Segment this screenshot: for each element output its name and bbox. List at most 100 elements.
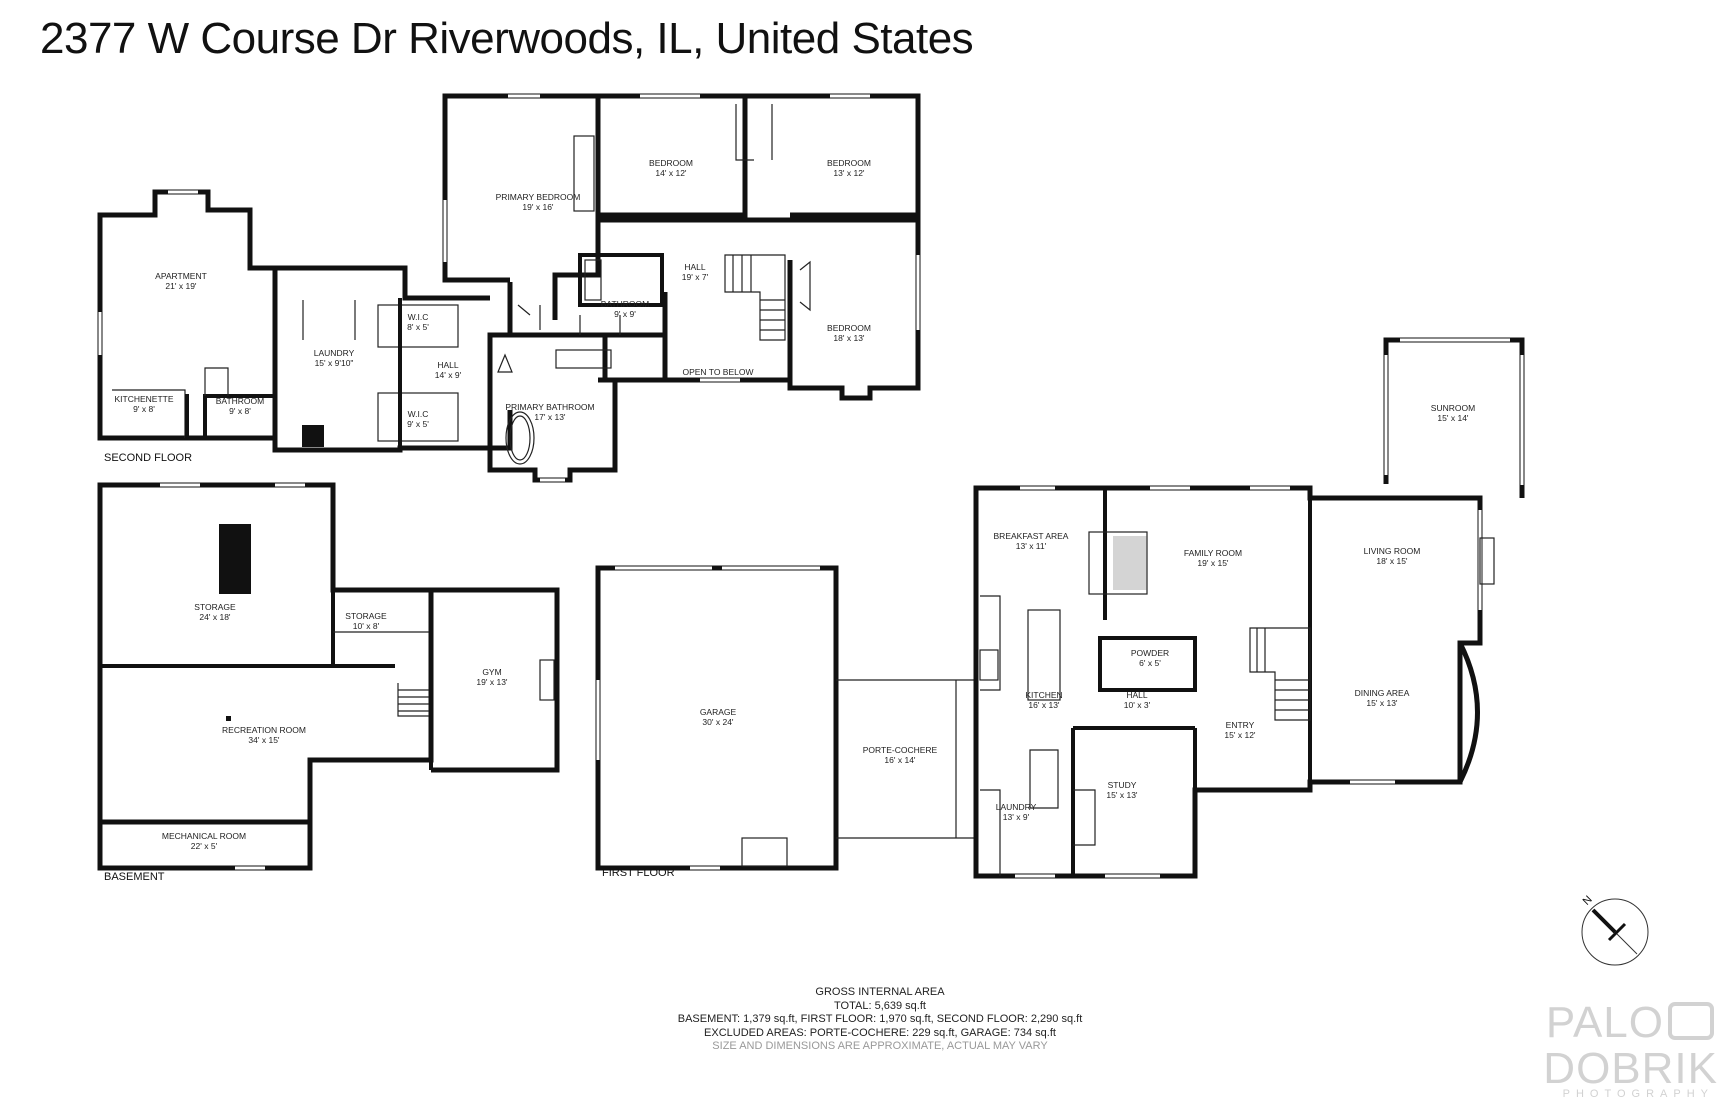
room-name: KITCHEN bbox=[1025, 690, 1062, 700]
compass-north-label: N bbox=[1581, 894, 1595, 908]
room-name: PORTE-COCHERE bbox=[863, 745, 938, 755]
room-name: RECREATION ROOM bbox=[222, 725, 306, 735]
area-disclaimer: SIZE AND DIMENSIONS ARE APPROXIMATE, ACT… bbox=[712, 1040, 1048, 1052]
room-name: LIVING ROOM bbox=[1364, 546, 1421, 556]
room-size: 15' x 13' bbox=[1106, 790, 1138, 800]
room-name: BEDROOM bbox=[827, 323, 871, 333]
compass-icon: N bbox=[1581, 894, 1649, 966]
room-size: 9' x 5' bbox=[407, 419, 429, 429]
room-size: 6' x 5' bbox=[1139, 658, 1161, 668]
logo-sub-text: PHOTOGRAPHY bbox=[1562, 1088, 1714, 1100]
logo-right-text: DOBRIK bbox=[1543, 1044, 1718, 1093]
room-size: 19' x 15' bbox=[1197, 558, 1229, 568]
room-name: FAMILY ROOM bbox=[1184, 548, 1242, 558]
room-name: ENTRY bbox=[1226, 720, 1255, 730]
room-name: GARAGE bbox=[700, 707, 737, 717]
room-size: 13' x 11' bbox=[1016, 541, 1047, 551]
room-size: 19' x 7' bbox=[682, 272, 709, 282]
room-name: LAUNDRY bbox=[314, 348, 355, 358]
floor-label-second: SECOND FLOOR bbox=[104, 452, 192, 464]
room-size: 16' x 14' bbox=[884, 755, 916, 765]
room-size: 13' x 12' bbox=[833, 168, 865, 178]
room-size: 15' x 13' bbox=[1366, 698, 1398, 708]
room-name: STUDY bbox=[1108, 780, 1137, 790]
room-name: GYM bbox=[482, 667, 501, 677]
room-name: PRIMARY BEDROOM bbox=[496, 192, 581, 202]
room-name: STORAGE bbox=[194, 602, 236, 612]
room-name: SUNROOM bbox=[1431, 403, 1475, 413]
room-size: 14' x 9' bbox=[435, 370, 462, 380]
room-name: LAUNDRY bbox=[996, 802, 1037, 812]
room-name: BEDROOM bbox=[649, 158, 693, 168]
room-name: HALL bbox=[437, 360, 459, 370]
room-size: 18' x 13' bbox=[833, 333, 865, 343]
logo-left-text: PALO bbox=[1545, 998, 1664, 1047]
room-name: HALL bbox=[1126, 690, 1148, 700]
basement-plan bbox=[97, 482, 560, 871]
room-size: 15' x 14' bbox=[1437, 413, 1469, 423]
room-name: W.I.C bbox=[408, 312, 429, 322]
room-name: STORAGE bbox=[345, 611, 387, 621]
room-size: 21' x 19' bbox=[165, 281, 197, 291]
room-size: 9' x 8' bbox=[229, 406, 251, 416]
room-size: 18' x 15' bbox=[1376, 556, 1408, 566]
room-name: W.I.C bbox=[408, 409, 429, 419]
room-name: HALL bbox=[684, 262, 706, 272]
room-size: 15' x 9'10" bbox=[315, 358, 354, 368]
floor-label-first: FIRST FLOOR bbox=[602, 867, 675, 879]
room-size: 34' x 15' bbox=[248, 735, 280, 745]
room-size: 19' x 13' bbox=[476, 677, 508, 687]
room-size: 9' x 8' bbox=[133, 404, 155, 414]
page-title: 2377 W Course Dr Riverwoods, IL, United … bbox=[40, 14, 974, 63]
room-size: 10' x 8' bbox=[353, 621, 380, 631]
room-size: 19' x 16' bbox=[522, 202, 554, 212]
room-name: OPEN TO BELOW bbox=[682, 367, 753, 377]
second-floor-plan bbox=[97, 93, 921, 483]
room-size: 14' x 12' bbox=[655, 168, 687, 178]
room-size: 13' x 9' bbox=[1003, 812, 1030, 822]
room-name: KITCHENETTE bbox=[114, 394, 173, 404]
room-size: 10' x 3' bbox=[1124, 700, 1151, 710]
gross-internal-area: GROSS INTERNAL AREA TOTAL: 5,639 sq.ft B… bbox=[600, 986, 1160, 1054]
room-name: BATHROOM bbox=[216, 396, 264, 406]
room-name: POWDER bbox=[1131, 648, 1169, 658]
floor-label-basement: BASEMENT bbox=[104, 871, 165, 883]
room-size: 17' x 13' bbox=[534, 412, 566, 422]
room-size: 24' x 18' bbox=[199, 612, 231, 622]
room-name: APARTMENT bbox=[155, 271, 207, 281]
area-heading: GROSS INTERNAL AREA bbox=[815, 986, 945, 998]
area-breakdown: BASEMENT: 1,379 sq.ft, FIRST FLOOR: 1,97… bbox=[677, 1013, 1083, 1025]
area-total: TOTAL: 5,639 sq.ft bbox=[834, 999, 926, 1012]
room-size: 30' x 24' bbox=[702, 717, 734, 727]
room-name: MECHANICAL ROOM bbox=[162, 831, 246, 841]
first-floor-plan bbox=[595, 337, 1525, 879]
